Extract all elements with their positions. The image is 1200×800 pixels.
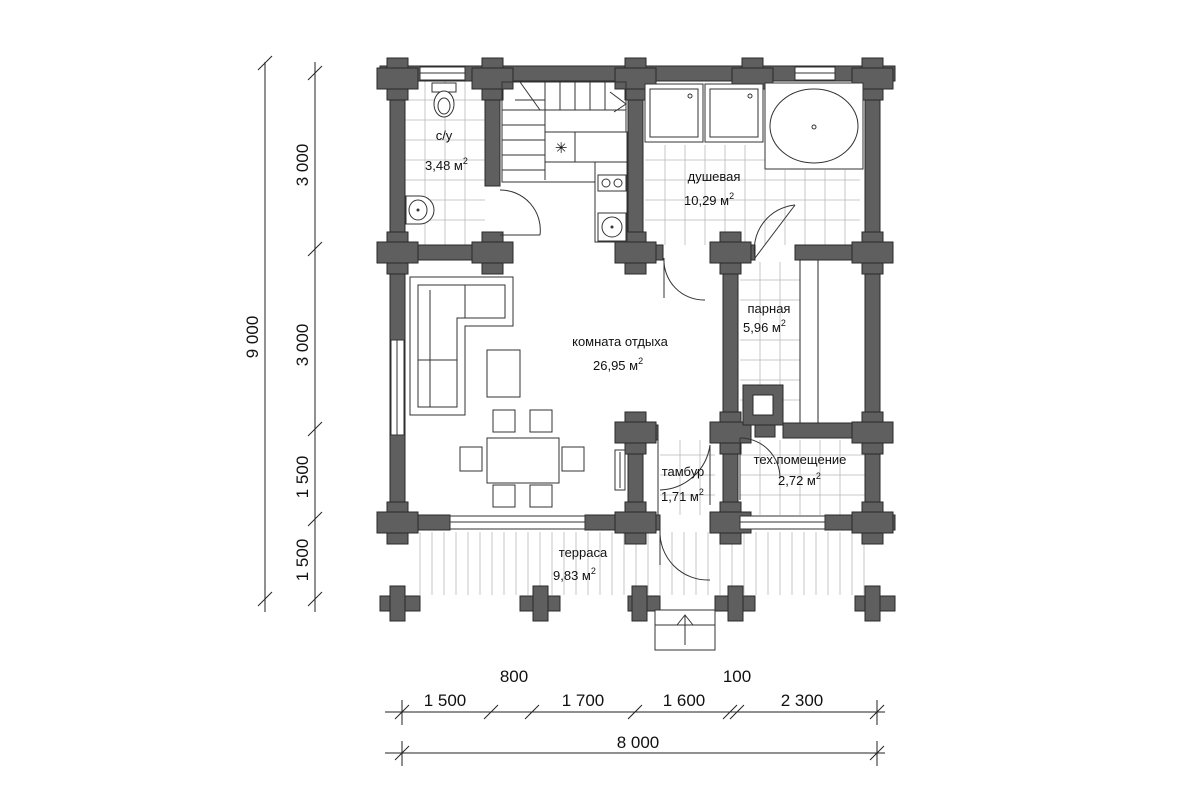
room-vestibule-area: 1,71 м2 bbox=[661, 487, 704, 504]
room-steam-area: 5,96 м2 bbox=[743, 318, 786, 335]
door-tech-arc bbox=[739, 437, 781, 479]
dim-vertical-total: 9 000 bbox=[243, 316, 262, 359]
horizontal-dimensions bbox=[385, 700, 885, 766]
room-lounge-area: 26,95 м2 bbox=[593, 356, 643, 373]
west-wall bbox=[389, 65, 406, 532]
kitchen: ✳ bbox=[544, 131, 628, 243]
room-shower-name: душевая bbox=[688, 169, 741, 184]
dining-set bbox=[459, 409, 585, 508]
room-labels: с/у 3,48 м2 душевая 10,29 м2 комната отд… bbox=[425, 128, 846, 583]
kitchen-cabinet bbox=[544, 131, 576, 163]
log-ends bbox=[376, 57, 894, 545]
wc-sink-icon bbox=[405, 195, 435, 225]
vertical-dimension-labels: 9 000 3 000 3 000 1 500 1 500 bbox=[243, 144, 312, 582]
dining-table bbox=[486, 437, 560, 484]
kitchen-mark: ✳ bbox=[555, 140, 568, 157]
room-tech-area: 2,72 м2 bbox=[778, 471, 821, 488]
room-terrace-name: терраса bbox=[559, 545, 608, 560]
room-shower-area: 10,29 м2 bbox=[684, 191, 734, 208]
room-wc-name: с/у bbox=[436, 128, 453, 143]
sink-icon bbox=[597, 212, 627, 242]
dim-bottom-extra-800: 800 bbox=[500, 667, 528, 686]
arrow-up-icon bbox=[676, 614, 694, 626]
sauna-stove-icon bbox=[742, 384, 784, 438]
shower-tray-icon bbox=[644, 83, 704, 143]
room-terrace-area: 9,83 м2 bbox=[553, 566, 596, 583]
radiator-icon bbox=[614, 449, 626, 491]
door-wc-arc bbox=[499, 189, 541, 236]
dim-bottom-total: 8 000 bbox=[617, 733, 660, 752]
windows bbox=[390, 66, 836, 530]
steam-west-wall bbox=[722, 244, 739, 531]
shower-fixtures bbox=[644, 82, 864, 170]
room-tech-name: тех.помещение bbox=[754, 452, 847, 467]
room-steam-name: парная bbox=[748, 301, 791, 316]
room-vestibule-name: тамбур bbox=[662, 464, 705, 479]
horizontal-dimension-labels: 1 500 1 700 1 600 2 300 800 100 8 000 bbox=[424, 667, 824, 752]
door-steam-leaf bbox=[754, 204, 796, 259]
steam-bench bbox=[799, 259, 819, 426]
stove-icon bbox=[597, 174, 627, 192]
entrance-steps bbox=[654, 609, 716, 651]
bathtub-icon bbox=[764, 82, 864, 170]
dim-vertical-3: 1 500 bbox=[293, 456, 312, 499]
dim-bottom-2: 1 700 bbox=[562, 691, 605, 710]
dim-bottom-1: 1 500 bbox=[424, 691, 467, 710]
room-wc-area: 3,48 м2 bbox=[425, 156, 468, 173]
vertical-dimensions bbox=[257, 55, 323, 612]
dim-bottom-4: 2 300 bbox=[781, 691, 824, 710]
dim-bottom-extra-100: 100 bbox=[723, 667, 751, 686]
room-lounge-name: комната отдыха bbox=[572, 334, 669, 349]
dim-vertical-1: 3 000 bbox=[293, 144, 312, 187]
shower-tray-icon bbox=[704, 83, 764, 143]
lounge-furniture bbox=[409, 276, 626, 508]
wc-fixtures bbox=[405, 82, 457, 225]
corner-sofa bbox=[409, 276, 514, 416]
stair-arrow-icon bbox=[609, 91, 627, 113]
doors bbox=[499, 189, 796, 581]
coffee-table bbox=[486, 349, 521, 398]
dim-vertical-4: 1 500 bbox=[293, 539, 312, 582]
toilet-icon bbox=[431, 82, 457, 118]
dim-vertical-2: 3 000 bbox=[293, 324, 312, 367]
east-wall bbox=[864, 65, 881, 532]
dim-bottom-3: 1 600 bbox=[663, 691, 706, 710]
